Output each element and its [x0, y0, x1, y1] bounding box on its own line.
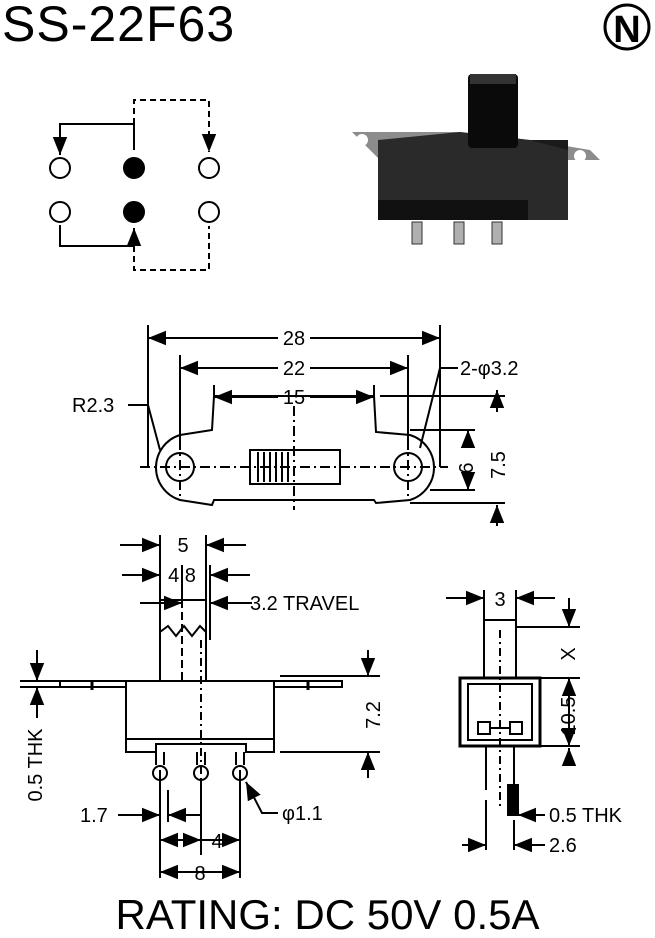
part-number-title: SS-22F63 — [2, 0, 236, 52]
rating-text: RATING: DC 50V 0.5A — [115, 891, 540, 938]
front-thk-label: 0.5 THK — [25, 728, 47, 802]
dim-10-5-label: 10.5 — [558, 697, 580, 736]
dim-28-label: 28 — [283, 328, 305, 350]
dim-x-label: X — [558, 647, 580, 660]
dim-8-label: 8 — [194, 863, 205, 885]
pin-diameter-label: φ1.1 — [282, 803, 323, 825]
circuit-schematic — [49, 99, 220, 271]
side-view-labels: 3 X 10.5 0.5 THK 2.6 — [494, 589, 622, 857]
holes-label: 2-φ3.2 — [460, 358, 519, 380]
dim-22-label: 22 — [283, 358, 305, 380]
radius-label: R2.3 — [72, 395, 114, 417]
dim-1-7-label: 1.7 — [80, 805, 108, 827]
front-view-labels: 5 4.8 3.2 TRAVEL 0.5 THK 7.2 1.7 φ1.1 4 … — [25, 535, 385, 885]
dim-15-label: 15 — [283, 387, 305, 409]
dim-3-label: 3 — [494, 589, 505, 611]
dim-6-label: 6 — [456, 462, 478, 473]
dim-5-label: 5 — [177, 535, 188, 557]
dim-7-5-label: 7.5 — [488, 451, 510, 479]
logo-letter: N — [613, 9, 640, 51]
dim-7-2-label: 7.2 — [363, 701, 385, 729]
dim-2-6-label: 2.6 — [549, 835, 577, 857]
travel-label: 3.2 TRAVEL — [250, 593, 359, 615]
top-view-labels: 28 22 15 R2.3 2-φ3.2 6 7.5 — [72, 328, 519, 479]
side-thk-label: 0.5 THK — [549, 805, 623, 827]
top-view — [128, 325, 505, 526]
dim-4-label: 4 — [211, 831, 222, 853]
brand-logo: N — [603, 3, 651, 51]
dim-4-8-label: 4.8 — [168, 565, 196, 587]
front-view — [20, 535, 380, 880]
side-view — [446, 590, 580, 853]
switch-photo — [352, 74, 600, 245]
